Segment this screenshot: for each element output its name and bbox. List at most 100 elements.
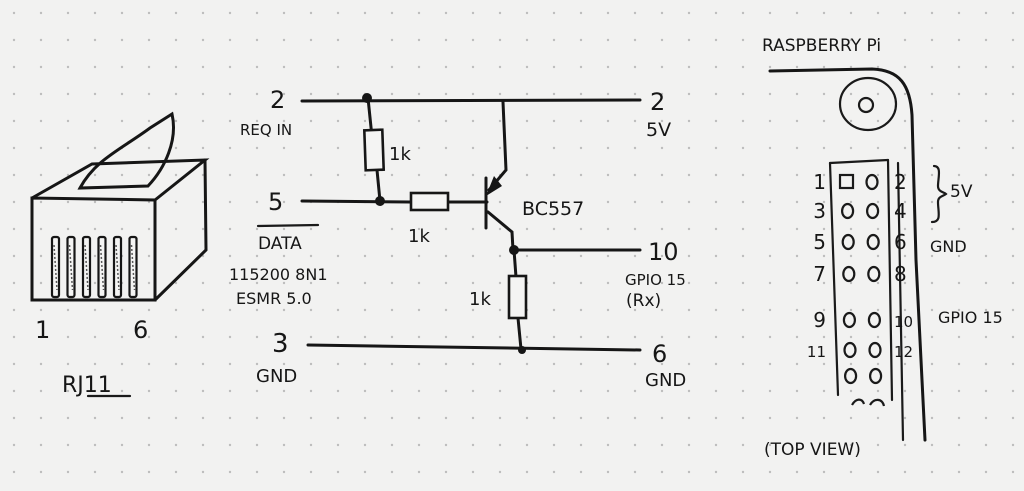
gpio-pin-number-right: 4 — [894, 199, 907, 223]
grid-dot — [228, 470, 232, 474]
grid-dot — [822, 200, 826, 204]
grid-dot — [282, 146, 286, 150]
grid-dot — [660, 335, 664, 339]
grid-dot — [174, 416, 178, 420]
grid-dot — [147, 38, 151, 42]
grid-dot — [174, 389, 178, 393]
grid-dot — [444, 308, 448, 312]
grid-dot — [309, 92, 313, 96]
grid-dot — [255, 92, 259, 96]
grid-dot — [390, 470, 394, 474]
grid-dot — [552, 281, 556, 285]
grid-dot — [93, 254, 97, 258]
grid-dot — [984, 119, 988, 123]
transistor-emitter — [487, 100, 508, 192]
grid-dot — [552, 146, 556, 150]
grid-dot — [768, 443, 772, 447]
grid-dot — [660, 38, 664, 42]
grid-dot — [741, 227, 745, 231]
grid-dot — [930, 335, 934, 339]
grid-dot — [228, 173, 232, 177]
terminal-pin-req-in: 2 — [270, 86, 285, 114]
grid-dot — [471, 389, 475, 393]
grid-dot — [12, 254, 16, 258]
grid-dot — [552, 227, 556, 231]
grid-dot — [390, 335, 394, 339]
grid-dot — [93, 362, 97, 366]
pi-terminal-label-5v: 5V — [646, 119, 671, 141]
grid-dot — [39, 254, 43, 258]
grid-dot — [498, 308, 502, 312]
grid-dot — [390, 65, 394, 69]
grid-dot — [444, 362, 448, 366]
grid-dot — [957, 146, 961, 150]
grid-dot — [66, 38, 70, 42]
grid-dot — [228, 200, 232, 204]
rj11-contact-hatch — [68, 244, 74, 291]
grid-dot — [390, 38, 394, 42]
grid-dot — [66, 227, 70, 231]
grid-dot — [903, 146, 907, 150]
grid-dot — [498, 335, 502, 339]
grid-dot — [579, 92, 583, 96]
grid-dot — [903, 335, 907, 339]
grid-dot — [768, 227, 772, 231]
grid-dot — [93, 389, 97, 393]
grid-dot — [633, 11, 637, 15]
grid-dot — [66, 389, 70, 393]
grid-dot — [12, 119, 16, 123]
grid-dot — [984, 200, 988, 204]
grid-dot — [39, 335, 43, 339]
grid-dot — [120, 362, 124, 366]
grid-dot — [282, 11, 286, 15]
grid-dot — [255, 38, 259, 42]
grid-dot — [525, 92, 529, 96]
grid-dot — [201, 281, 205, 285]
grid-dot — [282, 335, 286, 339]
grid-dot — [957, 65, 961, 69]
grid-dot — [174, 173, 178, 177]
grid-dot — [147, 173, 151, 177]
grid-dot — [606, 38, 610, 42]
grid-dot — [390, 389, 394, 393]
grid-dot — [309, 173, 313, 177]
grid-dot — [390, 254, 394, 258]
grid-dot — [309, 11, 313, 15]
grid-dot — [498, 227, 502, 231]
grid-dot — [795, 119, 799, 123]
grid-dot — [984, 281, 988, 285]
grid-dot — [552, 200, 556, 204]
rj11-side-face — [153, 158, 208, 302]
grid-dot — [336, 173, 340, 177]
grid-dot — [714, 335, 718, 339]
grid-dot — [903, 308, 907, 312]
grid-dot — [12, 38, 16, 42]
grid-dot — [984, 389, 988, 393]
grid-dot — [282, 254, 286, 258]
grid-dot — [471, 38, 475, 42]
grid-dot — [957, 200, 961, 204]
rj11-top-face — [30, 158, 210, 202]
grid-dot — [876, 227, 880, 231]
grid-dot — [228, 335, 232, 339]
grid-dot — [39, 389, 43, 393]
grid-dot — [660, 119, 664, 123]
grid-dot — [228, 119, 232, 123]
grid-dot — [201, 92, 205, 96]
grid-dot — [1011, 65, 1015, 69]
grid-dot — [984, 11, 988, 15]
grid-dot — [903, 389, 907, 393]
grid-dot — [660, 389, 664, 393]
grid-dot — [1011, 173, 1015, 177]
grid-dot — [984, 65, 988, 69]
gpio-pin-number-left: 5 — [813, 230, 826, 254]
grid-dot — [174, 11, 178, 15]
grid-dot — [147, 308, 151, 312]
grid-dot — [147, 281, 151, 285]
rj11-latch-tab — [77, 111, 175, 190]
gpio-pin-number-left: 11 — [807, 343, 826, 361]
grid-dot — [147, 470, 151, 474]
grid-dot — [93, 173, 97, 177]
grid-dot — [282, 389, 286, 393]
grid-dot — [309, 335, 313, 339]
